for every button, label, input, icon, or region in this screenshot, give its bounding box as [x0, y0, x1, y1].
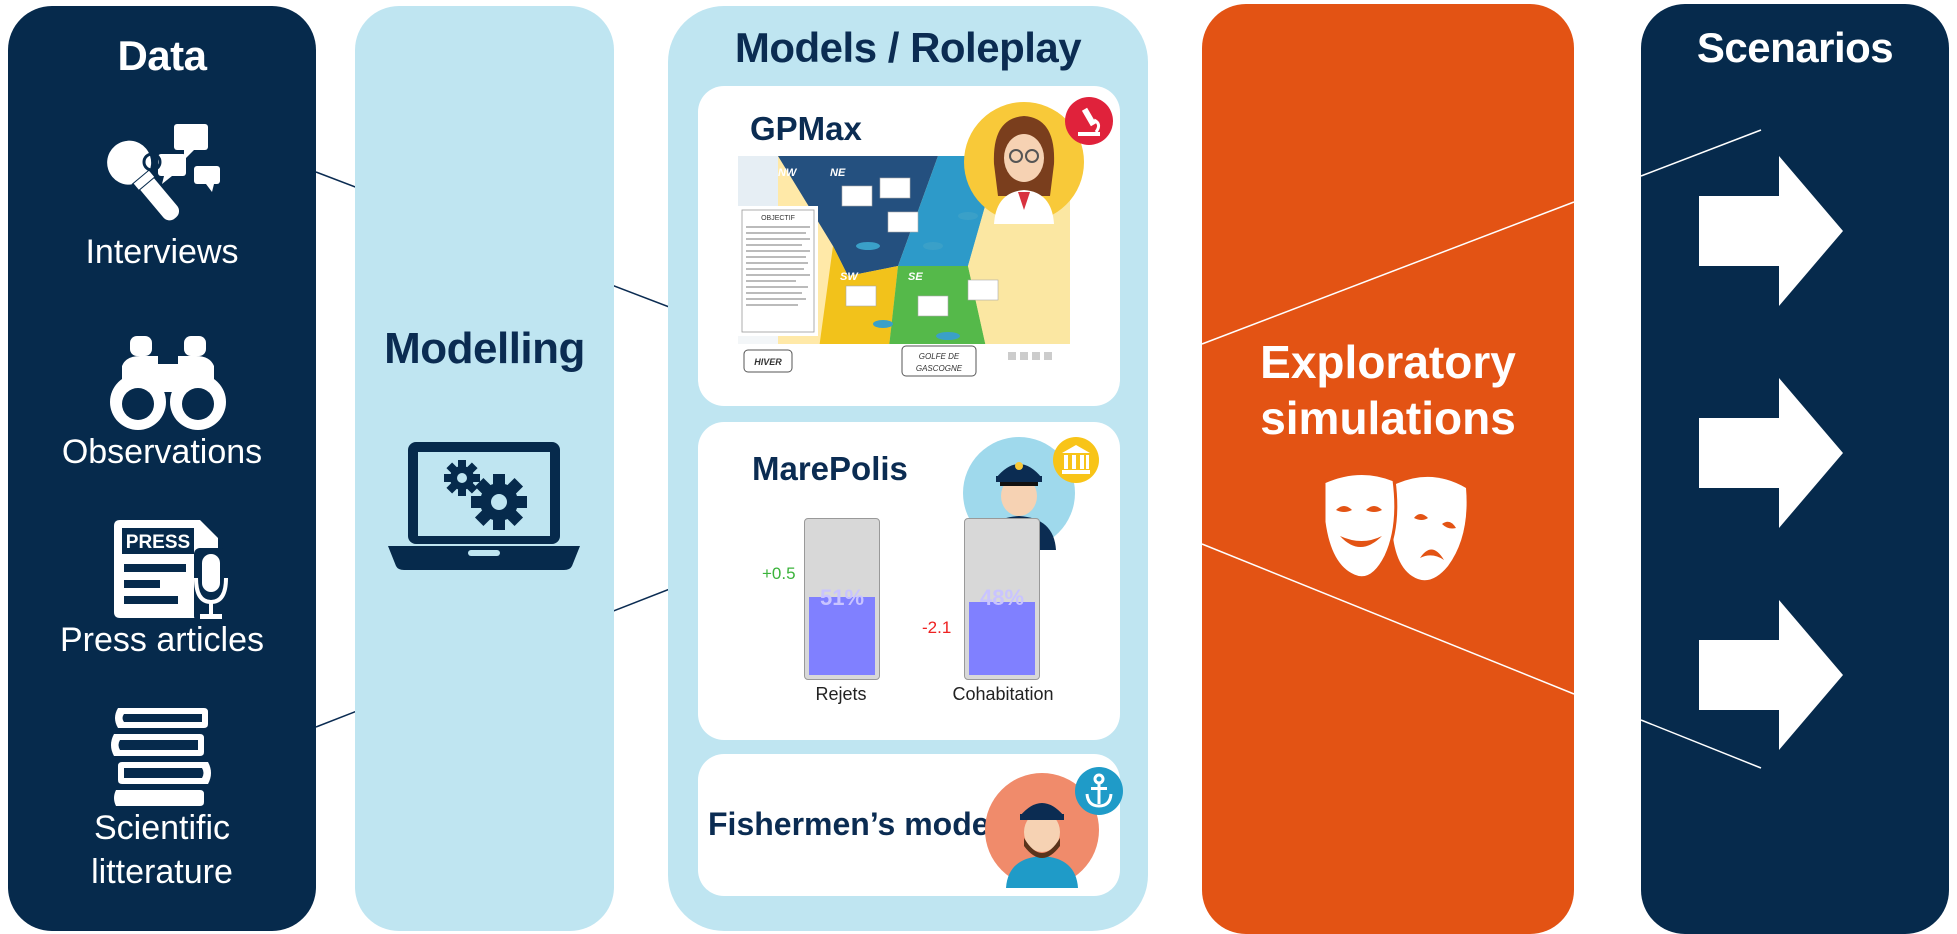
gpmax-place-line1: GOLFE DE — [919, 352, 960, 361]
gpmax-region-se: SE — [908, 271, 923, 283]
scientific-label-line2: litterature — [91, 853, 233, 891]
simulations-column: Exploratory simulations — [1202, 4, 1574, 934]
gauge-cohabitation-fill — [969, 602, 1035, 675]
models-column: Models / Roleplay GPMax OBJECTIF — [668, 6, 1148, 931]
modelling-column: Modelling — [355, 6, 614, 931]
binoculars-icon — [110, 336, 226, 430]
microscope-icon — [1065, 97, 1113, 145]
observations-label: Observations — [61, 433, 263, 471]
microphone-speech-bubbles-icon — [107, 124, 220, 221]
fan-line-top-left — [1201, 201, 1575, 345]
press-articles-label: Press articles — [59, 621, 265, 659]
data-column: Data Interviews Observations PRESS — [8, 6, 316, 931]
right-arrow-icon — [1699, 156, 1843, 306]
fishermen-title: Fishermen’s model — [708, 806, 999, 842]
scenarios-column: Scenarios — [1641, 4, 1949, 934]
simulations-title-line2: simulations — [1260, 392, 1516, 444]
gauge-cohabitation: 48% — [964, 518, 1040, 680]
fan-line-bottom-right — [1640, 719, 1762, 769]
modelling-column-title: Modelling — [384, 324, 585, 373]
books-stack-icon — [111, 708, 211, 806]
gpmax-region-nw: NW — [778, 167, 798, 179]
fisherman-avatar-icon — [985, 773, 1099, 888]
gauge-rejets: 51% — [804, 518, 880, 680]
gauge-cohabitation-percent: 48% — [979, 585, 1025, 610]
institution-icon — [1053, 437, 1099, 483]
gauge-rejets-label: Rejets — [815, 684, 867, 704]
models-column-title: Models / Roleplay — [734, 24, 1082, 71]
gpmax-objectif-text: OBJECTIF — [761, 215, 795, 222]
data-column-title: Data — [117, 32, 207, 79]
scientific-label-line1: Scientific — [93, 809, 231, 847]
gauge-cohabitation-delta: -2.1 — [922, 618, 952, 637]
gpmax-card: GPMax OBJECTIF H — [698, 86, 1120, 406]
fan-line-bottom-left — [1201, 543, 1575, 695]
scientist-avatar-icon — [964, 102, 1084, 224]
gpmax-region-sw: SW — [840, 271, 859, 283]
press-microphone-icon: PRESS — [114, 520, 228, 622]
scenarios-column-title: Scenarios — [1696, 24, 1894, 71]
simulations-title-line1: Exploratory — [1260, 336, 1516, 388]
interviews-label: Interviews — [85, 233, 239, 271]
fishermen-card: Fishermen’s model — [698, 754, 1123, 896]
marepolis-title: MarePolis — [752, 450, 908, 487]
marepolis-card: MarePolis 51% +0.5 Rejets — [698, 422, 1120, 740]
gpmax-region-ne: NE — [830, 167, 846, 179]
gpmax-title: GPMax — [750, 110, 862, 147]
theater-masks-icon — [1322, 471, 1467, 581]
gauge-rejets-fill — [809, 597, 875, 675]
svg-text:PRESS: PRESS — [126, 532, 190, 553]
gauge-cohabitation-label: Cohabitation — [952, 684, 1054, 704]
gauge-rejets-delta: +0.5 — [762, 564, 796, 583]
right-arrow-icon — [1699, 378, 1843, 528]
laptop-gears-icon — [388, 442, 580, 570]
fan-line-top-right — [1640, 129, 1762, 177]
gpmax-place-line2: GASCOGNE — [916, 364, 963, 373]
anchor-icon — [1075, 767, 1123, 815]
gauge-rejets-percent: 51% — [819, 585, 865, 610]
right-arrow-icon — [1699, 600, 1843, 750]
gpmax-season: HIVER — [754, 357, 782, 367]
